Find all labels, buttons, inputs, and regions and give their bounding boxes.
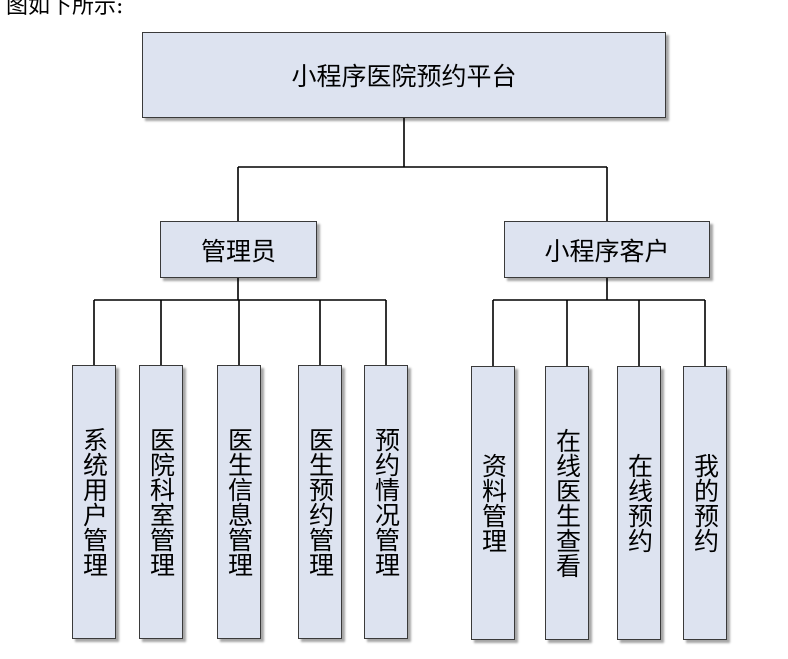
leaf-label: 医生信息管理 [224,427,254,577]
leaf-label: 在线预约 [624,453,654,553]
root-node: 小程序医院预约平台 [142,32,666,118]
leaf-label: 我的预约 [690,453,720,553]
group-node-admin-label: 管理员 [200,236,276,266]
leaf-node-client-1: 资料管理 [471,366,515,640]
leaf-node-admin-5: 预约情况管理 [364,365,408,639]
leaf-node-admin-1: 系统用户管理 [72,365,116,639]
caption-text: 图如下所示: [6,0,124,19]
leaf-node-client-2: 在线医生查看 [545,366,589,640]
leaf-node-client-4: 我的预约 [683,366,727,640]
leaf-label: 在线医生查看 [552,428,582,578]
leaf-label: 医院科室管理 [146,427,176,577]
leaf-label: 系统用户管理 [79,427,109,577]
leaf-node-admin-2: 医院科室管理 [139,365,183,639]
group-node-admin: 管理员 [160,221,317,278]
root-node-label: 小程序医院预约平台 [291,62,517,91]
leaf-label: 资料管理 [478,453,508,553]
leaf-label: 预约情况管理 [371,427,401,577]
group-node-client: 小程序客户 [504,221,710,278]
leaf-node-admin-3: 医生信息管理 [217,365,261,639]
leaf-node-client-3: 在线预约 [617,366,661,640]
leaf-node-admin-4: 医生预约管理 [298,365,342,639]
leaf-label: 医生预约管理 [305,427,335,577]
group-node-client-label: 小程序客户 [544,236,670,266]
